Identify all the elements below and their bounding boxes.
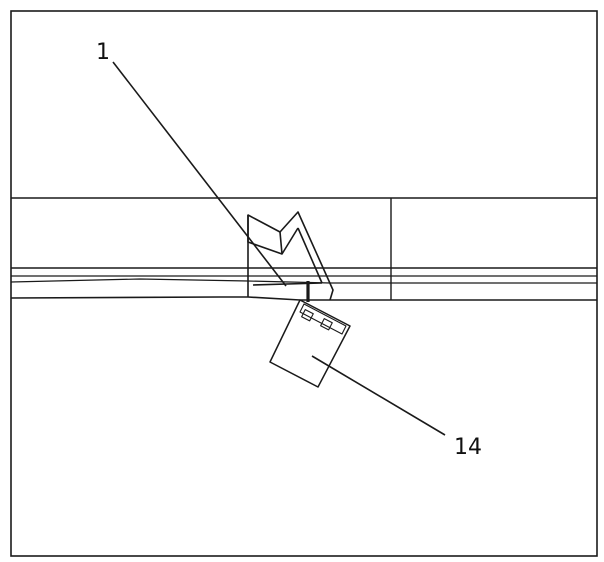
bracket-base-edge xyxy=(252,282,323,286)
bracket-fold-edge xyxy=(279,231,283,255)
module-top-strip xyxy=(299,303,347,335)
module-body xyxy=(269,299,351,388)
reference-label-14: 14 xyxy=(454,435,482,460)
rail-line-lower xyxy=(10,278,597,284)
leader-line-14 xyxy=(311,355,446,436)
bracket-part-1 xyxy=(247,211,334,302)
bracket-outline xyxy=(247,211,334,301)
leader-line-1 xyxy=(112,61,287,287)
reference-label-1: 1 xyxy=(96,40,110,65)
module-window-right xyxy=(320,318,333,331)
module-part-14 xyxy=(269,299,351,388)
bracket-side-edge xyxy=(297,227,323,284)
track-assembly xyxy=(10,197,597,301)
module-window-left xyxy=(301,309,314,322)
band-bottom-line xyxy=(10,296,597,301)
bracket-inner-fold xyxy=(247,215,299,255)
